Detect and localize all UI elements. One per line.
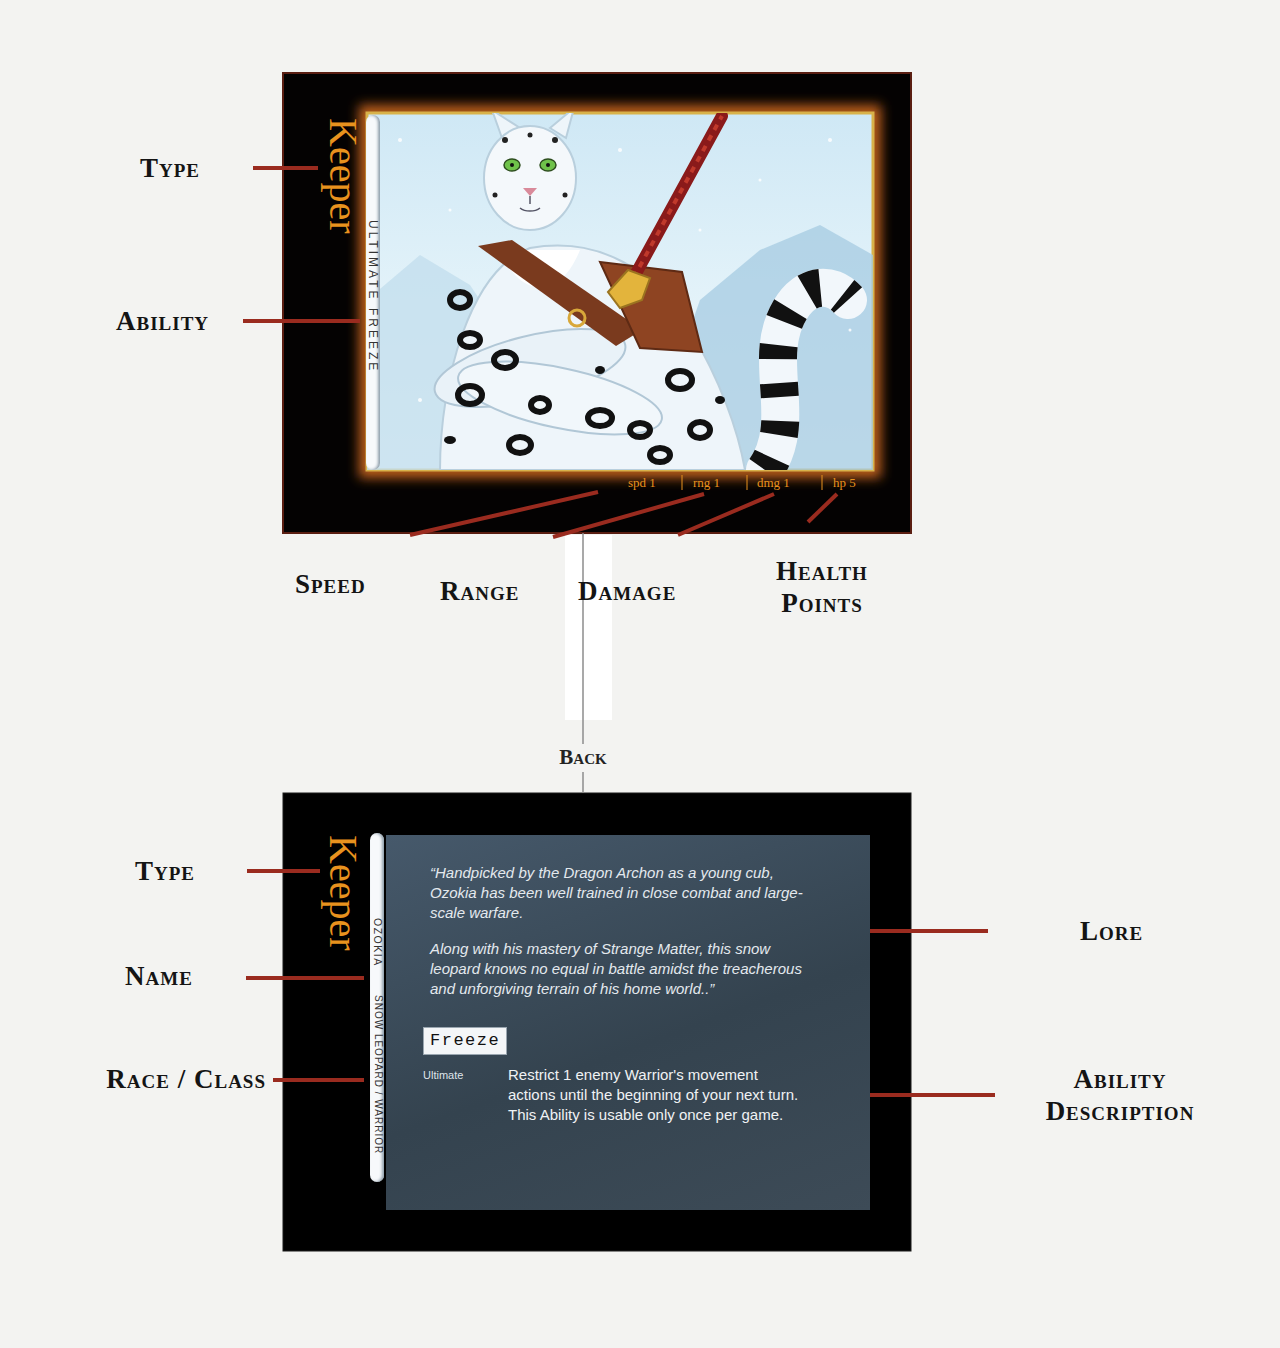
leader-line	[273, 1078, 364, 1082]
lore-text: “Handpicked by the Dragon Archon as a yo…	[430, 863, 808, 923]
snow-leopard-illustration	[765, 288, 848, 470]
snow-leopard-illustration	[493, 133, 568, 198]
snow-leopard-illustration	[484, 126, 576, 230]
ability-description: Restrict 1 enemy Warrior's movement acti…	[508, 1065, 808, 1125]
callout-label: Speed	[295, 568, 366, 600]
ability-tier: Ultimate	[423, 1065, 508, 1125]
callout-label: Ability	[116, 305, 209, 337]
snow-leopard-illustration	[690, 422, 710, 438]
snow-leopard-illustration	[449, 209, 452, 212]
snow-leopard-illustration	[444, 436, 456, 444]
race-class: SNOW LEOPARD / WARRIOR	[373, 995, 383, 1154]
snow-leopard-illustration	[509, 437, 531, 453]
callout-label: Lore	[1080, 915, 1143, 947]
snow-leopard-illustration	[523, 188, 537, 196]
stat-separator	[682, 475, 822, 490]
snow-leopard-illustration	[715, 396, 725, 404]
snow-leopard-illustration	[630, 423, 650, 437]
card-type: Keeper	[323, 835, 363, 950]
callout-label: Type	[140, 152, 200, 184]
edge-label: Back	[553, 744, 612, 771]
leader-line	[553, 494, 704, 537]
snow-leopard-illustration	[546, 163, 550, 167]
leader-line	[808, 494, 837, 522]
card-front-ground	[367, 113, 873, 470]
snow-leopard-illustration	[418, 398, 422, 402]
leader-line	[678, 494, 774, 535]
card-front-ground	[283, 73, 911, 533]
stat-separator	[682, 475, 683, 490]
callout-label: Race / Class	[106, 1063, 266, 1095]
lore-text: Along with his mastery of Strange Matter…	[430, 939, 808, 999]
name-strip: OZOKIA SNOW LEOPARD / WARRIOR	[370, 833, 384, 1182]
snow-leopard-illustration	[650, 448, 670, 462]
leader-line	[243, 319, 360, 323]
warrior-name: OZOKIA	[372, 918, 383, 967]
snow-leopard-illustration	[595, 366, 605, 374]
snow-leopard-illustration	[828, 138, 832, 142]
leader-line	[410, 492, 598, 535]
snow-leopard-illustration	[569, 310, 585, 326]
card-back: KeeperOZOKIA SNOW LEOPARD / WARRIOR “Handp…	[283, 793, 911, 1251]
leader-line	[246, 976, 364, 980]
lore-panel: “Handpicked by the Dragon Archon as a yo…	[386, 835, 870, 1210]
leader-line	[247, 869, 320, 873]
snow-leopard-illustration	[502, 137, 508, 143]
leader-line	[253, 166, 318, 170]
snow-leopard-illustration	[458, 386, 482, 404]
snow-leopard-illustration	[520, 196, 540, 211]
ability-name: Freeze	[430, 1030, 500, 1052]
ability-name: ULTIMATE FREEZE	[367, 220, 379, 373]
snow-leopard-illustration	[510, 163, 514, 167]
ability-strip: ULTIMATE FREEZE	[366, 115, 380, 470]
card-front-ground	[367, 113, 873, 470]
snow-leopard-illustration	[494, 352, 516, 368]
stat-separator	[747, 475, 748, 490]
snow-leopard-illustration	[367, 113, 873, 470]
snow-leopard-illustration	[493, 193, 498, 198]
snow-leopard-illustration	[600, 262, 702, 352]
snow-leopard-illustration	[531, 398, 549, 412]
snow-leopard-illustration	[552, 137, 558, 143]
snow-leopard-illustration	[452, 347, 668, 449]
snow-leopard-illustration	[628, 116, 722, 288]
card-front: KeeperULTIMATE FREEZE	[283, 73, 911, 533]
snow-leopard-illustration	[450, 292, 470, 308]
snow-leopard-illustration	[444, 366, 725, 444]
callout-label: Damage	[578, 575, 676, 607]
snow-leopard-illustration	[504, 159, 520, 171]
callout-label: Type	[135, 855, 195, 887]
snow-leopard-illustration	[759, 179, 762, 182]
callout-label: Health Points	[752, 555, 892, 620]
card-type: Keeper	[323, 118, 363, 233]
snow-leopard-illustration	[765, 288, 848, 470]
leader-line	[243, 168, 995, 1095]
snow-leopard-illustration	[668, 371, 692, 389]
card-back-ground	[283, 793, 911, 1251]
stat-value: spd 1	[628, 476, 656, 489]
snow-leopard-illustration	[563, 193, 568, 198]
snow-leopard-illustration	[618, 148, 622, 152]
snow-leopard-illustration	[460, 333, 480, 347]
callout-label: Ability Description	[1005, 1063, 1235, 1128]
callout-label: Range	[440, 575, 519, 607]
stat-value: hp 5	[833, 476, 856, 489]
snow-leopard-illustration	[608, 270, 650, 308]
snow-leopard-illustration	[699, 229, 702, 232]
paper-patch	[565, 535, 612, 720]
snow-leopard-illustration	[540, 159, 556, 171]
callout-label: Name	[125, 960, 193, 992]
snow-leopard-illustration	[849, 329, 852, 332]
stat-value: dmg 1	[757, 476, 790, 489]
snow-leopard-illustration	[528, 133, 533, 138]
snow-leopard-illustration	[628, 116, 722, 288]
snow-leopard-illustration	[398, 138, 402, 142]
stat-separator	[822, 475, 823, 490]
card-front-ground	[283, 73, 911, 533]
stat-value: rng 1	[693, 476, 720, 489]
snow-leopard-illustration	[588, 410, 612, 426]
ability-name-box: Freeze	[423, 1027, 507, 1055]
